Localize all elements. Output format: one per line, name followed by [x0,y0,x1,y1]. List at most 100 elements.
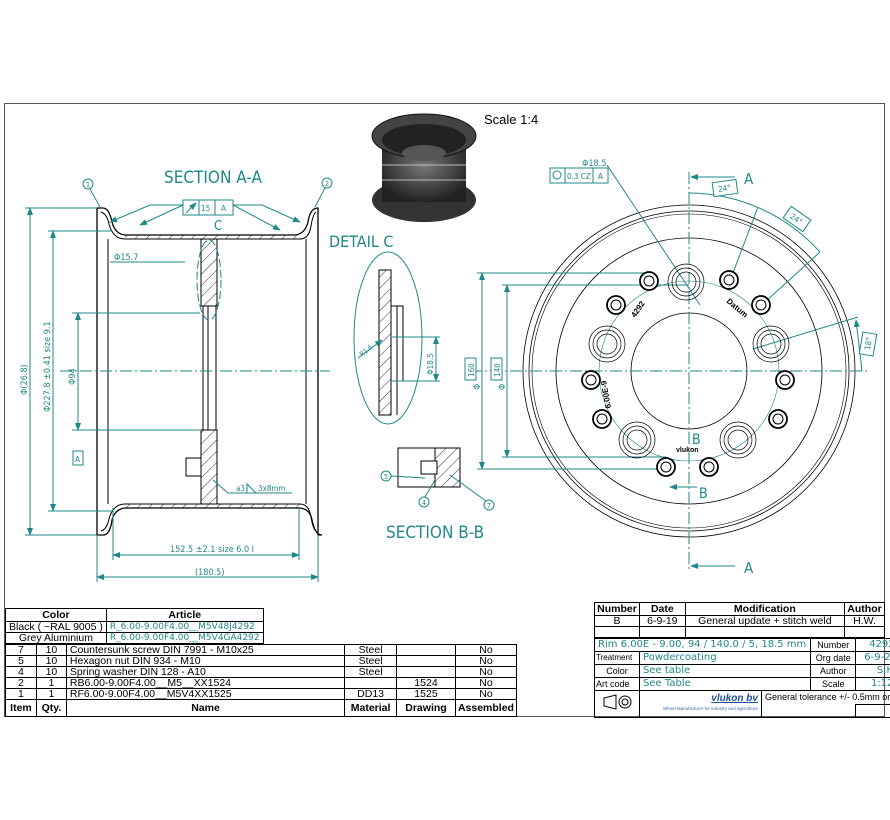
bolt-nut [656,457,676,477]
col-color: Color [5,608,107,622]
nut-detail [185,457,202,477]
wheel-nut-hole-bore [760,333,782,355]
table-row: Black ( ~RAL 9005 )R_6.00-9.00F4.00__M5V… [5,621,264,633]
col-material: Material [344,699,398,717]
drawing-number: 4292 B [855,638,890,652]
bolt-nut [775,370,795,390]
section-b-b-view: SECTION B-B 5 4 7 [380,447,495,543]
pcd-140-box [490,357,503,381]
weld-spec: 3x8mm [258,484,285,493]
runout-tolerance: 15 [201,204,210,213]
col-item: Item [5,699,37,717]
bolt-nut [751,295,771,315]
runout-datum: A [221,204,226,213]
scale-label: Scale 1:4 [484,112,538,127]
svg-text:1: 1 [86,181,90,189]
sheet-size: A2 [855,703,890,718]
bolt-nut [592,409,612,429]
dim-bolt-hole: Φ18.5 [582,159,606,169]
bolt-nut [768,409,788,429]
stamp-size: 6.00E-9 [599,380,613,410]
bolt-hole [772,413,784,425]
bolt-hole [643,275,655,287]
front-view: A A B B Φ 160 Φ 140 Φ18.5 0.3 CZ A 24° 2… [464,159,878,577]
svg-text:0.3 CZ: 0.3 CZ [567,172,591,181]
drawing-frame [4,103,885,717]
balloon-1 [82,178,94,190]
wheel-nut-hole [752,325,790,363]
part-description: Rim 6.00E - 9.00, 94 / 140.0 / 5, 18.5 m… [593,638,812,652]
balloon-4 [418,496,430,508]
bolt-hole [610,299,622,311]
angle-18: 18° [863,337,874,351]
bolt-hole [779,374,791,386]
dim-hole-diameter: Φ15.7 [114,253,138,263]
dim-inner-width: 152.5 ±2.1 size 6.0 I [170,545,254,555]
bolt-hole [660,461,672,473]
wheel-nut-hole [719,421,757,459]
section-a-a-view: SECTION A-A 1 2 15 A C [20,168,333,582]
dim-pcd-140: 140 [493,363,502,377]
svg-text:A: A [75,455,80,464]
section-b-bottom-marker: B [699,486,708,502]
pcd-160-box [464,357,477,381]
detail-c-marker: C [214,219,222,234]
section-a-top-marker: A [744,170,754,188]
svg-text:Φ: Φ [473,384,483,390]
col-drawing: Drawing [396,699,456,717]
balloon-7 [483,499,495,511]
svg-text:2: 2 [325,180,329,188]
detail-c-title: DETAIL C [329,232,393,251]
dim-outer-diameter: Φ(26.8) [20,364,30,395]
stamp-datum: Datum [725,297,750,320]
detail-c-view: DETAIL C Φ18.5 R1.6 [329,232,440,425]
bolt-nut [581,370,601,390]
dim-detail-hole: Φ18.5 [426,353,435,375]
projection-symbol-icon [593,690,641,718]
dim-bead-diameter: Φ227.8 ±0.41 size 9.1 [43,321,53,412]
wheel-nut-hole-bore [596,333,618,355]
wheel-nut-hole-inner [723,425,753,455]
datum-a-box [72,450,84,466]
bolt-hole [755,299,767,311]
wheel-nut-hole-inner [671,267,701,297]
angle-24-first: 24° [718,183,732,194]
wheel-nut-hole [667,263,705,301]
wheel-nut-hole-inner [756,329,786,359]
svg-text:Φ: Φ [498,384,508,390]
bolt-nut [639,271,659,291]
svg-text:5: 5 [384,473,388,481]
title-block: Rim 6.00E - 9.00, 94 / 140.0 / 5, 18.5 m… [593,638,890,718]
general-tolerance: General tolerance +/- 0.5mm or +/- 1° [760,690,890,704]
wheel-nut-hole-inner [592,329,622,359]
position-icon [552,170,562,180]
section-a-a-title: SECTION A-A [164,168,262,188]
bolt-hole [703,461,715,473]
section-b-b-title: SECTION B-B [386,523,484,543]
company-logo: vlukon bv Wheel Manufacturer for industr… [639,690,762,718]
wheel-nut-hole-bore [727,429,749,451]
wheel-nut-hole-bore [675,271,697,293]
bolt-hole [585,374,597,386]
wheel-nut-hole-bore [626,429,648,451]
weld-symbol: a3 [236,484,245,493]
section-a-bottom-marker: A [744,559,754,577]
wheel-3d-image [371,113,477,222]
col-article: Article [105,608,264,622]
svg-text:7: 7 [487,502,491,510]
stamp-part-number: 4292 [629,299,647,319]
bolt-hole [723,274,735,286]
dim-hub-diameter: Φ94 [68,368,78,385]
radius-label: R1.6 [358,343,374,358]
